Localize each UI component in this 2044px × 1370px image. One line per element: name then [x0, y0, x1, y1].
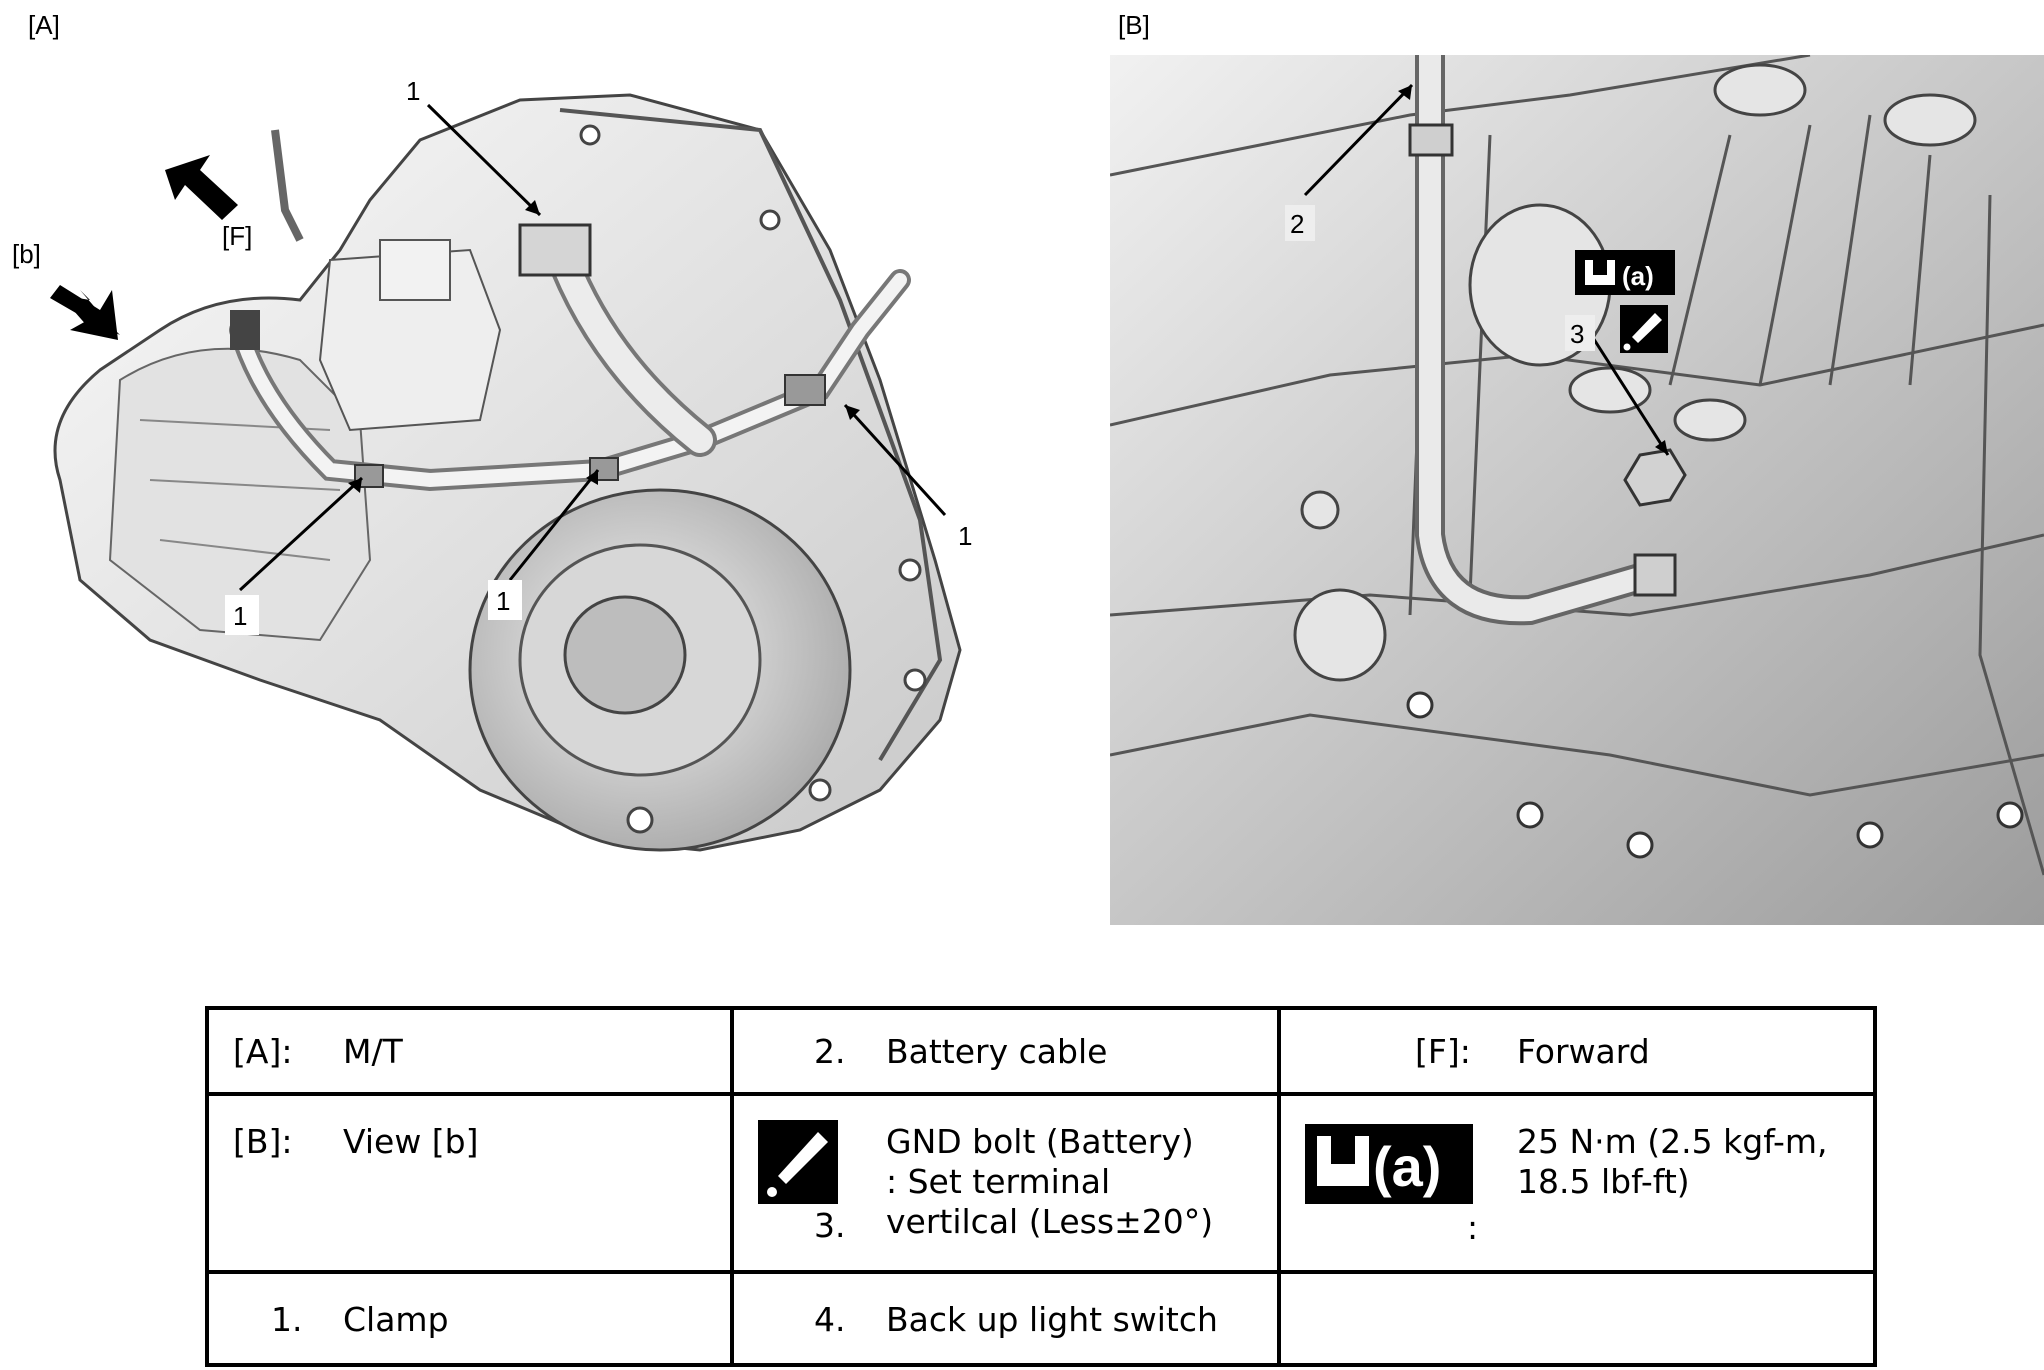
- callout-1-center: 1: [496, 586, 510, 616]
- legend-value-f: Forward: [1517, 1032, 1650, 1071]
- legend-cell-3: 3. GND bolt (Battery) : Set terminal ver…: [730, 1092, 1281, 1274]
- legend-value-3-line2: : Set terminal: [886, 1162, 1111, 1201]
- callout-1-top: 1: [406, 76, 420, 106]
- torque-icon-letter: (a): [1373, 1135, 1441, 1198]
- legend-value-3-line1: GND bolt (Battery): [886, 1122, 1194, 1161]
- legend-cell-1: 1. Clamp: [205, 1270, 734, 1367]
- legend-key-2: 2.: [814, 1032, 846, 1071]
- legend-cell-4: 4. Back up light switch: [730, 1270, 1281, 1367]
- forward-arrow: [165, 155, 238, 220]
- figure-a-label: [A]: [28, 10, 60, 40]
- callout-1-left: 1: [233, 601, 247, 631]
- gnd-bolt: [1623, 448, 1687, 507]
- legend-value-4: Back up light switch: [886, 1300, 1218, 1339]
- figure-b-label: [B]: [1118, 10, 1150, 40]
- legend-table: [A]: M/T 2. Battery cable [F]: Forward […: [205, 1006, 1877, 1367]
- legend-value-2: Battery cable: [886, 1032, 1108, 1071]
- legend-value-torque-line1: 25 N·m (2.5 kgf-m,: [1517, 1122, 1828, 1161]
- callout-1-right: 1: [958, 521, 972, 551]
- legend-cell-b: [B]: View [b]: [205, 1092, 734, 1274]
- legend-cell-empty: [1277, 1270, 1877, 1367]
- torque-icon-letter: (a): [1622, 261, 1654, 291]
- legend-value-b: View [b]: [343, 1122, 479, 1161]
- legend-key-a: [A]:: [233, 1032, 293, 1071]
- legend-key-f: [F]:: [1415, 1032, 1471, 1071]
- legend-key-1: 1.: [271, 1300, 303, 1339]
- callout-2: 2: [1290, 209, 1304, 239]
- legend-cell-2: 2. Battery cable: [730, 1006, 1281, 1096]
- view-b-label: [b]: [12, 239, 41, 269]
- legend-key-3: 3.: [814, 1206, 846, 1245]
- legend-cell-torque: (a) : 25 N·m (2.5 kgf-m, 18.5 lbf-ft): [1277, 1092, 1877, 1274]
- terminal-direction-icon: [1620, 305, 1668, 353]
- legend-key-torque: :: [1467, 1208, 1479, 1247]
- legend-value-torque-line2: 18.5 lbf-ft): [1517, 1162, 1690, 1201]
- legend-value-3-line3: vertilcal (Less±20°): [886, 1202, 1214, 1241]
- torque-wrench-icon: (a): [1305, 1124, 1473, 1204]
- legend-key-4: 4.: [814, 1300, 846, 1339]
- torque-wrench-icon: (a): [1575, 250, 1675, 295]
- legend-value-a: M/T: [343, 1032, 403, 1071]
- legend-cell-f: [F]: Forward: [1277, 1006, 1877, 1096]
- legend-key-b: [B]:: [233, 1122, 293, 1161]
- transmission-illustration: 1 1 1 1 [F] [b]: [12, 76, 972, 852]
- legend-value-1: Clamp: [343, 1300, 449, 1339]
- callout-3: 3: [1570, 319, 1584, 349]
- terminal-direction-icon: [758, 1120, 838, 1204]
- legend-cell-a: [A]: M/T: [205, 1006, 734, 1096]
- forward-label: [F]: [222, 221, 252, 251]
- closeup-view-illustration: 2 3 (a): [1110, 55, 2044, 925]
